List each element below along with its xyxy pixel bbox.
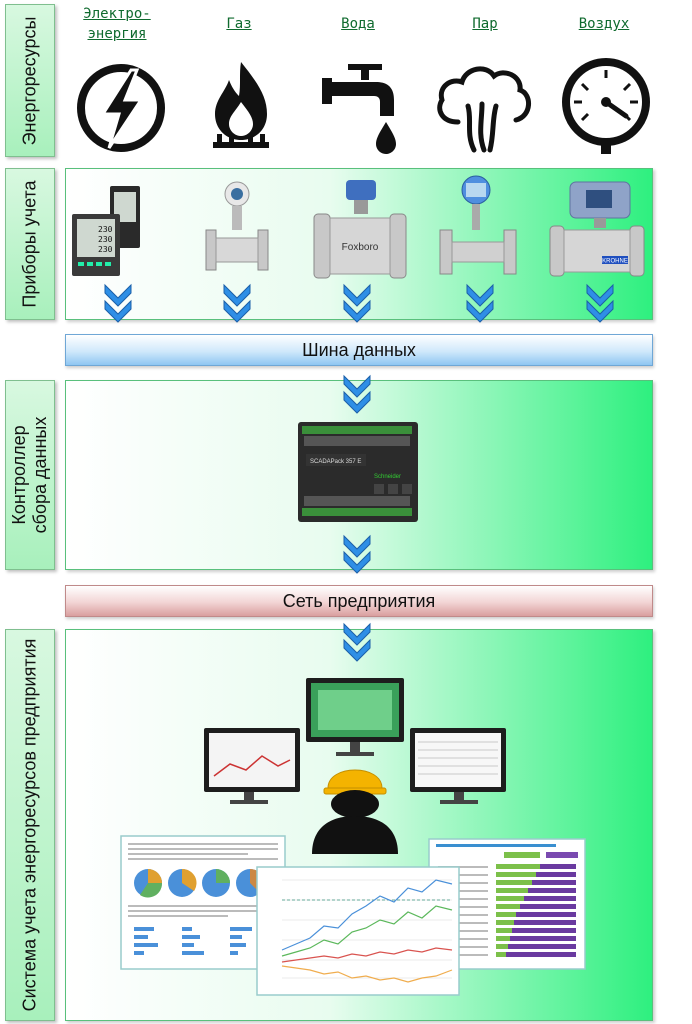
operator-workstation-illustration bbox=[204, 678, 506, 854]
chevron-down-icon bbox=[343, 283, 371, 323]
water-tap-icon bbox=[322, 64, 396, 154]
controller-label-line1: Контроллер bbox=[9, 425, 29, 525]
chevron-down-icon bbox=[586, 283, 614, 323]
chevron-down-icon bbox=[223, 283, 251, 323]
resource-label-gas: Газ bbox=[226, 16, 252, 32]
side-label-meters: Приборы учета bbox=[5, 168, 55, 320]
enterprise-network-bar: Сеть предприятия bbox=[65, 585, 653, 617]
resource-label-air: Воздух bbox=[578, 16, 630, 32]
controller-model: SCADAPack 357 E bbox=[310, 459, 361, 465]
chevron-down-icon bbox=[466, 283, 494, 323]
chevron-down-icon bbox=[343, 622, 371, 662]
flowmeter-brand: Foxboro bbox=[342, 242, 379, 253]
resource-label-water: Вода bbox=[341, 16, 375, 32]
side-label-controller: Контроллер сбора данных bbox=[5, 380, 55, 570]
resources-label: Энергоресурсы bbox=[19, 16, 40, 145]
chevron-down-icon bbox=[343, 534, 371, 574]
side-label-system: Система учета энергоресурсов предприятия bbox=[5, 629, 55, 1021]
chevron-down-icon bbox=[104, 283, 132, 323]
meter-reading-1: 230 bbox=[98, 225, 113, 234]
magnetic-flowmeter-image: Foxboro bbox=[313, 180, 407, 279]
system-label: Система учета энергоресурсов предприятия bbox=[19, 638, 40, 1012]
meters-label: Приборы учета bbox=[19, 180, 40, 308]
gas-flame-icon bbox=[213, 62, 269, 148]
controller-brand: Schneider bbox=[374, 474, 401, 480]
data-bus-bar: Шина данных bbox=[65, 334, 653, 366]
inline-flowmeter-image bbox=[439, 175, 517, 275]
meter-reading-2: 230 bbox=[98, 235, 113, 244]
chevron-down-icon bbox=[343, 374, 371, 414]
controller-label: Контроллер сбора данных bbox=[9, 417, 51, 534]
meter-reading-3: 230 bbox=[98, 245, 113, 254]
side-label-resources: Энергоресурсы bbox=[5, 4, 55, 157]
resource-label-steam: Пар bbox=[472, 16, 498, 32]
krohne-flowmeter-image: KROHNE bbox=[549, 181, 645, 277]
pressure-gauge-icon bbox=[562, 58, 650, 154]
steam-cloud-icon bbox=[437, 66, 531, 153]
power-meter-image: 230 230 230 bbox=[72, 186, 140, 276]
report-line-chart-document bbox=[256, 866, 460, 996]
vortex-flowmeter-image bbox=[205, 181, 269, 271]
resource-label-electricity: Электро-энергия bbox=[83, 6, 151, 42]
krohne-brand: KROHNE bbox=[602, 259, 628, 265]
lightning-icon bbox=[77, 64, 165, 152]
controller-label-line2: сбора данных bbox=[30, 416, 50, 534]
controller-device-image: SCADAPack 357 E Schneider bbox=[298, 422, 418, 522]
